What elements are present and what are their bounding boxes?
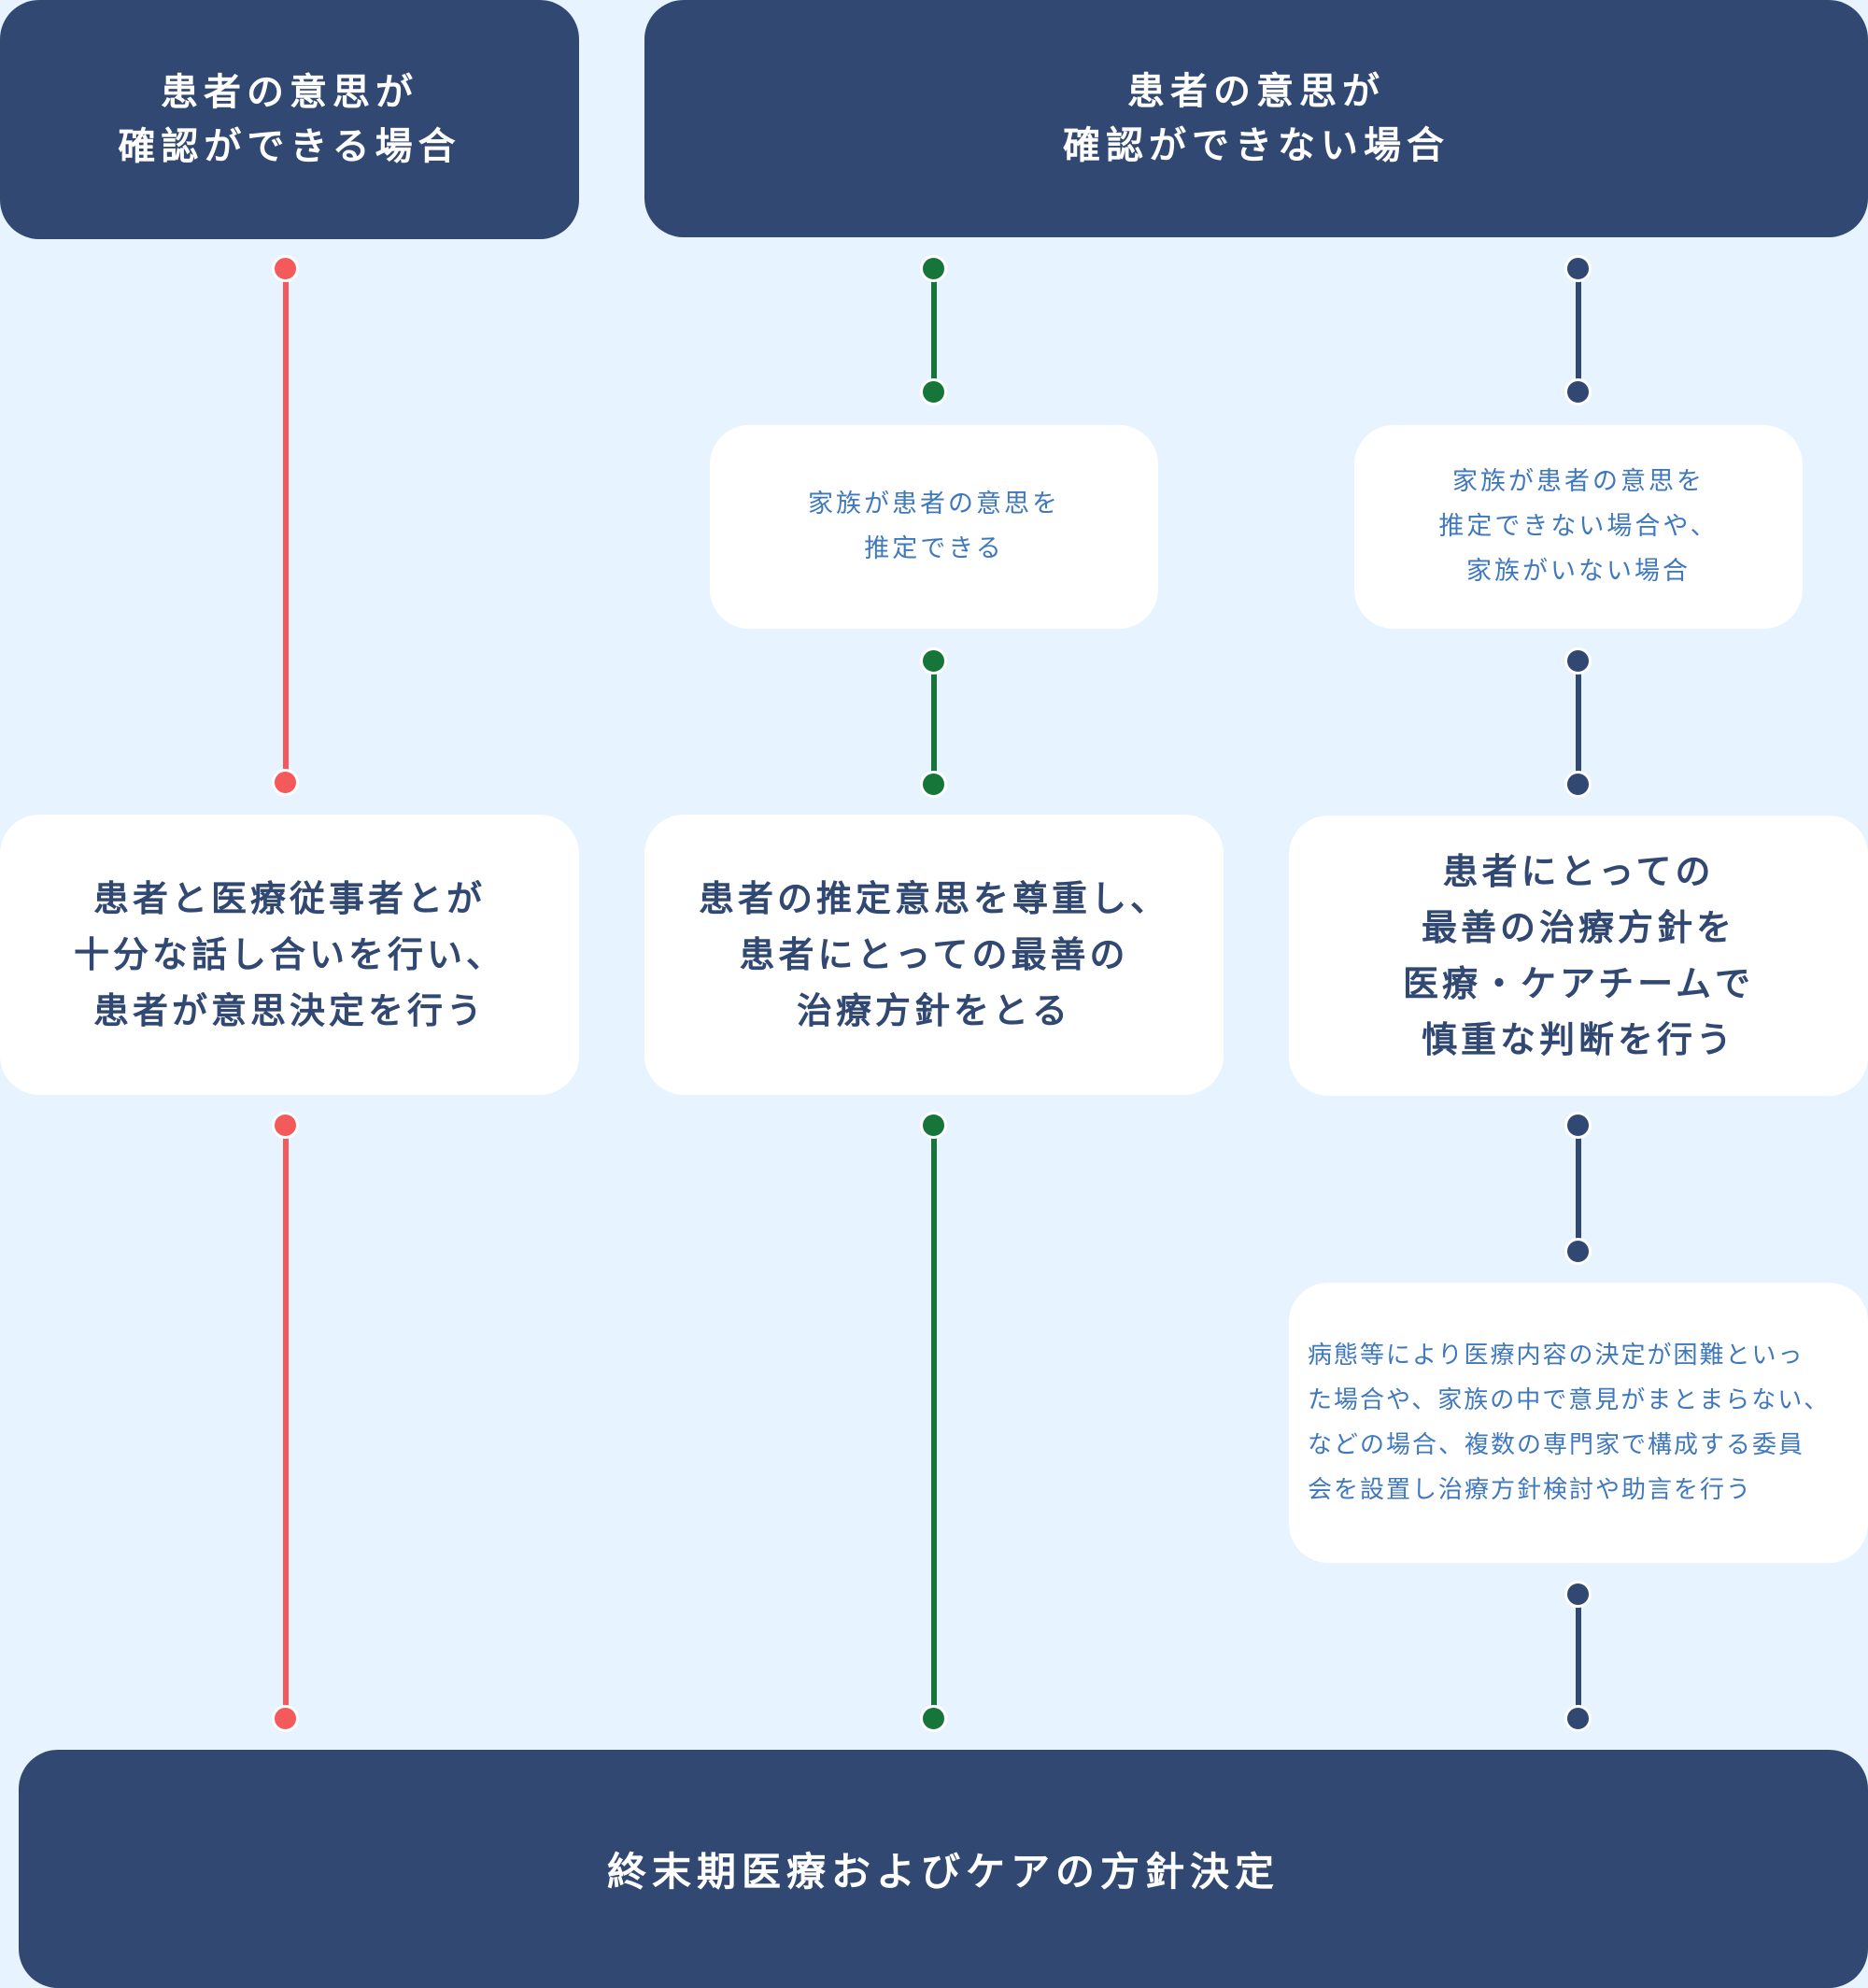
connector-dot-red	[272, 1705, 299, 1732]
connector-dot-green	[920, 1112, 947, 1139]
connector-dot-navy	[1564, 1238, 1592, 1265]
connector-dot-red	[272, 769, 299, 796]
connector-dot-red	[272, 255, 299, 282]
connector-dot-green	[920, 255, 947, 282]
connector-line-green	[931, 661, 937, 785]
connector-dot-red	[272, 1112, 299, 1139]
connector-line-navy	[1576, 661, 1581, 785]
connector-dot-navy	[1564, 378, 1592, 405]
connector-dot-navy	[1564, 1705, 1592, 1732]
connector-line-navy	[1576, 269, 1581, 392]
box-care-team-judgement: 患者にとっての 最善の治療方針を 医療・ケアチームで 慎重な判断を行う	[1289, 816, 1868, 1096]
box-family-cannot-estimate: 家族が患者の意思を 推定できない場合や、 家族がいない場合	[1354, 425, 1803, 629]
connector-line-red-bottom	[283, 1126, 289, 1719]
connector-line-red-top	[283, 269, 289, 783]
box-family-can-estimate: 家族が患者の意思を 推定できる	[710, 425, 1158, 629]
connector-dot-green	[920, 378, 947, 405]
connector-dot-navy	[1564, 1112, 1592, 1139]
connector-dot-navy	[1564, 647, 1592, 674]
connector-line-navy	[1576, 1595, 1581, 1719]
connector-line-navy	[1576, 1126, 1581, 1252]
box-expert-committee: 病態等により医療内容の決定が困難といっ た場合や、家族の中で意見がまとまらない、…	[1289, 1283, 1868, 1563]
connector-dot-green	[920, 647, 947, 674]
box-respect-estimated-will: 患者の推定意思を尊重し、 患者にとっての最善の 治療方針をとる	[644, 815, 1224, 1095]
connector-dot-green	[920, 1705, 947, 1732]
connector-dot-navy	[1564, 771, 1592, 798]
box-patient-decides: 患者と医療従事者とが 十分な話し合いを行い、 患者が意思決定を行う	[0, 815, 579, 1095]
connector-line-green	[931, 269, 937, 392]
footer-final-decision: 終末期医療およびケアの方針決定	[19, 1750, 1868, 1988]
header-patient-cannot-confirm: 患者の意思が 確認ができない場合	[644, 0, 1868, 237]
header-patient-can-confirm: 患者の意思が 確認ができる場合	[0, 0, 579, 239]
connector-dot-navy	[1564, 255, 1592, 282]
connector-dot-navy	[1564, 1581, 1592, 1608]
connector-dot-green	[920, 771, 947, 798]
connector-line-green-bottom	[931, 1126, 937, 1719]
